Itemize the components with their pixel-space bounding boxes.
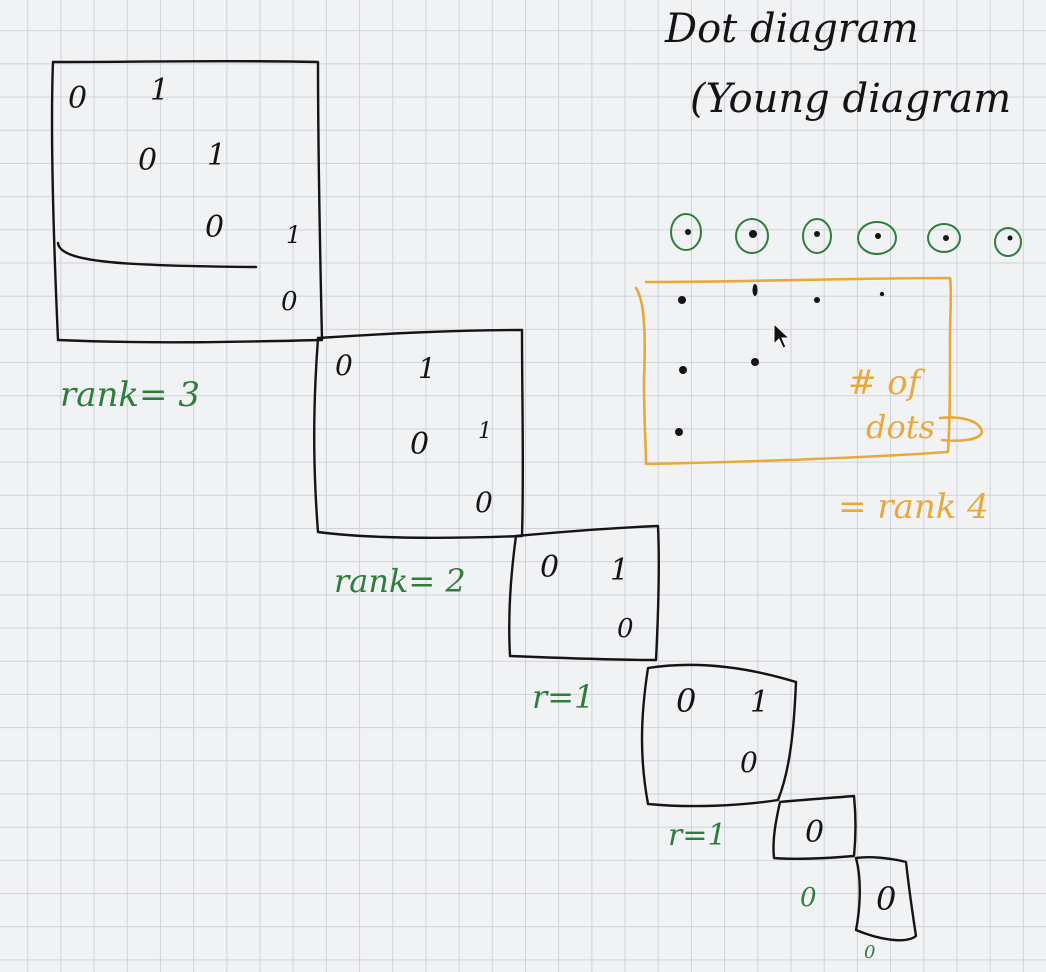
rank-label-block-3: r=1: [532, 678, 594, 716]
dot: [752, 284, 758, 296]
block-5-outline: [772, 794, 857, 861]
block-2-entry-one: 1: [418, 352, 436, 385]
green-circle: [994, 227, 1022, 257]
jordan-block-6: 0: [854, 856, 918, 942]
block-1-outline: [50, 59, 324, 344]
rank-label-block-4: r=1: [668, 818, 727, 853]
block-3-outline: [508, 524, 661, 662]
jordan-block-5: 0: [772, 794, 857, 861]
dot: [1007, 235, 1013, 241]
block-4-entry-zero: 0: [740, 746, 758, 779]
green-circle: [735, 218, 769, 254]
annotation-line1: # of: [848, 363, 926, 403]
block-3-entry-one: 1: [610, 553, 629, 588]
dot: [679, 366, 687, 374]
rank-label-block-1: rank= 3: [60, 375, 200, 415]
block-4-entry-one: 1: [750, 685, 769, 720]
dot: [814, 231, 820, 237]
block-6-outline: [854, 856, 918, 942]
jordan-block-1: 0 1 0 1 0 1 0: [50, 59, 324, 344]
block-1-divider: [56, 241, 258, 269]
block-2-entry-zero: 0: [335, 349, 353, 382]
dot: [814, 297, 820, 303]
block-1-entry-zero: 0: [138, 143, 157, 178]
block-1-entry-zero: 0: [68, 81, 87, 116]
green-circled-dots-row: [670, 213, 1022, 257]
mouse-cursor-icon: [773, 322, 791, 349]
block-2-entry-zero: 0: [410, 427, 429, 462]
block-2-entry-zero: 0: [475, 486, 493, 519]
block-5-entry-zero: 0: [805, 815, 824, 850]
dot-diagram-box: [634, 276, 953, 466]
dot: [751, 358, 759, 366]
dot: [943, 235, 949, 241]
block-3-entry-zero: 0: [617, 614, 634, 644]
block-3-entry-zero: 0: [540, 550, 559, 585]
dot: [879, 291, 885, 297]
title-line1: Dot diagram: [664, 6, 919, 52]
dot: [675, 428, 683, 436]
dot-diagram-dots: [675, 284, 885, 436]
annotation-bracket: [938, 416, 984, 443]
rank-label-block-2: rank= 2: [334, 562, 466, 600]
dot: [678, 296, 686, 304]
block-2-entry-one: 1: [478, 419, 492, 444]
dot: [685, 229, 691, 235]
block-1-entry-zero: 0: [281, 287, 298, 317]
jordan-block-3: 0 1 0: [508, 524, 661, 662]
green-circle: [857, 221, 897, 255]
block-1-entry-one: 1: [150, 73, 169, 108]
dot: [749, 230, 757, 238]
annotation-line2: dots: [866, 408, 935, 446]
annotation-line3: = rank 4: [838, 487, 989, 527]
green-circle: [802, 218, 832, 254]
block-4-outline: [640, 663, 798, 808]
title-line2: (Young diagram: [690, 76, 1011, 122]
rank-label-block-5: 0: [800, 883, 817, 913]
dot: [875, 233, 881, 239]
green-circle: [670, 213, 702, 251]
jordan-block-2: 0 1 0 1 0: [313, 328, 525, 539]
green-circle: [927, 223, 961, 253]
jordan-block-4: 0 1 0: [640, 663, 798, 808]
block-4-entry-zero: 0: [676, 682, 696, 720]
block-1-entry-one: 1: [286, 221, 301, 249]
rank-label-block-6: 0: [864, 942, 875, 963]
block-1-entry-one: 1: [207, 138, 226, 173]
block-6-entry-zero: 0: [876, 880, 896, 918]
block-1-entry-zero: 0: [205, 210, 224, 245]
